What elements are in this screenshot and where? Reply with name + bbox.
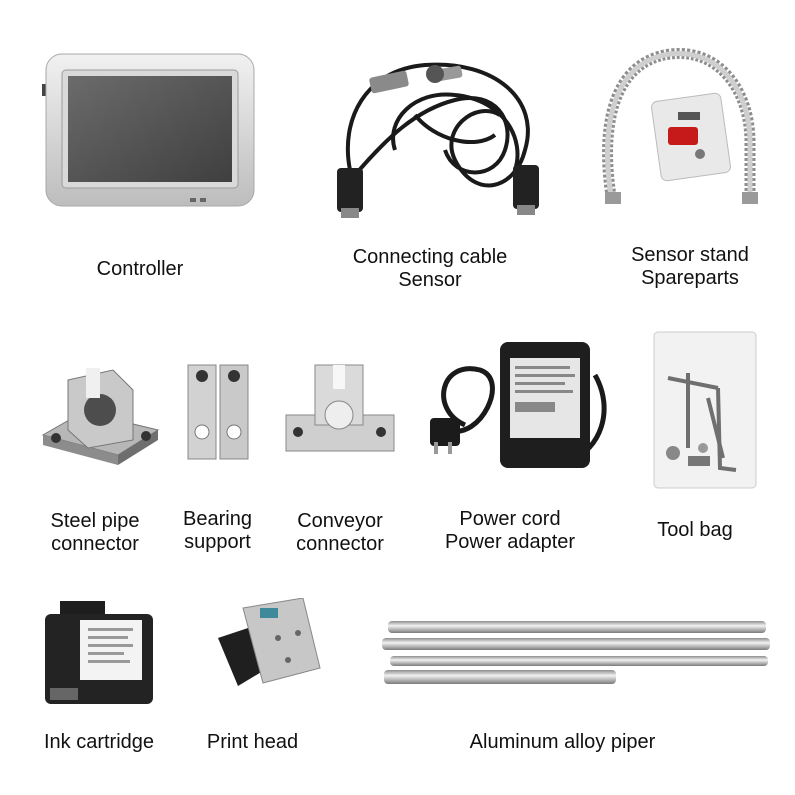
aluminum-pipes-label: Aluminum alloy piper — [469, 731, 656, 753]
aluminum-pipes-image — [380, 616, 775, 696]
conveyor-connector-image — [283, 360, 398, 455]
steel-pipe-connector-image — [38, 360, 163, 470]
conveyor-connector-label: Conveyor connector — [296, 510, 384, 555]
power-adapter-image — [420, 330, 620, 475]
ink-cartridge-image — [40, 598, 160, 710]
ink-cartridge-label: Ink cartridge — [43, 731, 155, 753]
steel-pipe-connector-label: Steel pipe connector — [50, 510, 140, 555]
sensor-stand-label: Sensor stand Spareparts — [631, 244, 749, 289]
sensor-stand-image — [600, 42, 775, 212]
bearing-support-label: Bearing support — [183, 508, 252, 553]
tool-bag-image — [648, 328, 760, 493]
bearing-support-image — [185, 362, 251, 462]
controller-label: Controller — [96, 258, 184, 280]
print-head-image — [208, 598, 333, 696]
tool-bag-label: Tool bag — [657, 519, 733, 541]
power-adapter-label: Power cord Power adapter — [444, 508, 576, 553]
controller-image — [40, 48, 260, 216]
connecting-cable-image — [325, 40, 555, 225]
connecting-cable-label: Connecting cable Sensor — [352, 246, 508, 291]
print-head-label: Print head — [206, 731, 299, 753]
